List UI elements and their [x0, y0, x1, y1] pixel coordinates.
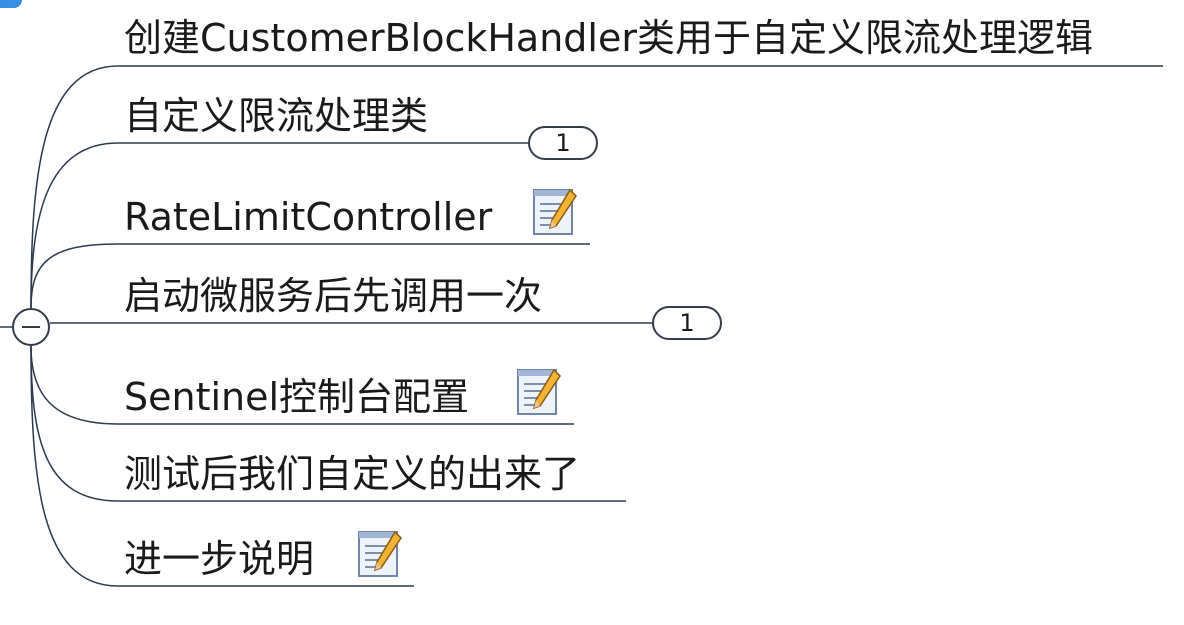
- node-label-3[interactable]: RateLimitController: [124, 195, 493, 239]
- node-count-badge-2[interactable]: 1: [528, 126, 598, 160]
- top-left-accent: [0, 0, 22, 8]
- note-icon[interactable]: [516, 366, 562, 416]
- branch-line-2: [30, 142, 528, 309]
- node-label-5[interactable]: Sentinel控制台配置: [124, 375, 470, 419]
- branch-line-3: [30, 243, 590, 309]
- branch-line-1: [30, 65, 1163, 309]
- note-icon[interactable]: [357, 528, 403, 578]
- node-label-2[interactable]: 自定义限流处理类: [124, 94, 429, 138]
- node-label-1[interactable]: 创建CustomerBlockHandler类用于自定义限流处理逻辑: [124, 16, 1093, 60]
- node-label-7[interactable]: 进一步说明: [124, 537, 315, 581]
- branch-line-7: [30, 345, 414, 587]
- note-icon[interactable]: [532, 186, 578, 236]
- node-label-6[interactable]: 测试后我们自定义的出来了: [124, 452, 581, 496]
- node-label-4[interactable]: 启动微服务后先调用一次: [124, 274, 543, 318]
- branch-line-5: [30, 345, 574, 425]
- node-count-badge-4[interactable]: 1: [652, 306, 722, 340]
- collapse-minus-icon[interactable]: [12, 308, 50, 346]
